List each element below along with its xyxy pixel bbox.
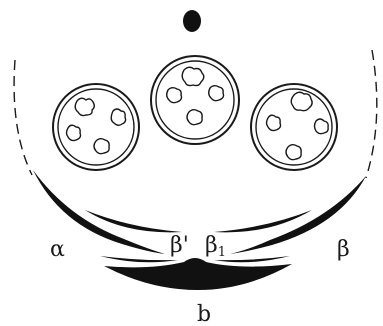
left-floret-anther bbox=[111, 109, 125, 125]
right-floret-anther bbox=[315, 119, 329, 134]
center-floret-anther bbox=[187, 110, 202, 125]
center-floret-anther bbox=[167, 88, 182, 103]
center-floret-anther bbox=[182, 67, 204, 85]
left-floret-anther bbox=[67, 125, 81, 140]
center-floret-anther bbox=[209, 86, 224, 101]
right-floret-anther bbox=[291, 92, 312, 110]
left-floret-anther bbox=[75, 98, 94, 115]
label-beta-prime: β' bbox=[170, 233, 189, 258]
label-beta-1-index: 1 bbox=[218, 245, 226, 260]
left-floret bbox=[53, 84, 139, 170]
label-beta-1-letter: β bbox=[205, 233, 218, 258]
right-floret bbox=[251, 84, 337, 170]
right-floret-anther bbox=[267, 115, 281, 130]
label-b: b bbox=[197, 302, 211, 326]
center-floret bbox=[151, 56, 239, 144]
label-beta: β bbox=[337, 237, 350, 262]
left-floret-anther bbox=[94, 139, 109, 154]
axis-dot bbox=[183, 10, 201, 32]
label-beta-1: β1 bbox=[205, 233, 226, 260]
bract-b bbox=[104, 258, 292, 290]
right-floret-anther bbox=[286, 145, 301, 160]
label-alpha: α bbox=[50, 237, 65, 262]
lower-scale-left bbox=[100, 256, 178, 262]
left-dashed-outline bbox=[14, 60, 32, 175]
right-dashed-outline bbox=[366, 50, 377, 178]
